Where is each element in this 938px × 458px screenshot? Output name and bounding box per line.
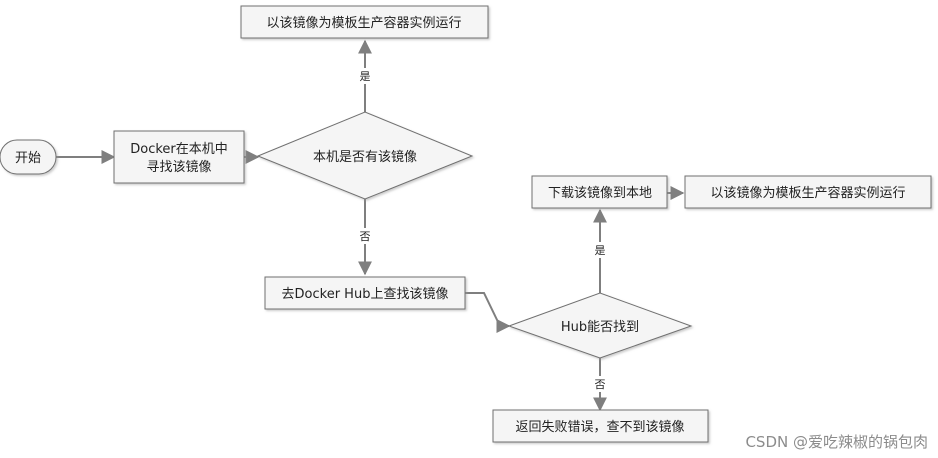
run-right-node — [684, 175, 932, 209]
hub-decision-label: Hub能否找到 — [561, 320, 639, 335]
search-local-label-line-1: Docker在本机中 — [130, 142, 228, 157]
local-decision-label: 本机是否有该镜像 — [313, 150, 417, 165]
edge-label-hub-no: 否 — [595, 378, 606, 391]
local-decision-node — [256, 111, 474, 200]
connectors — [56, 39, 685, 412]
start-label: 开始 — [15, 151, 41, 166]
hub-decision-node — [507, 292, 693, 359]
start-node — [0, 139, 57, 175]
search-hub-node — [264, 276, 466, 310]
edge-labels: 是 否 是 否 — [356, 68, 609, 392]
edge-label-local-yes: 是 — [360, 70, 371, 83]
edge-label-local-no: 否 — [360, 230, 371, 243]
run-top-label: 以该镜像为模板生产容器实例运行 — [266, 15, 461, 31]
search-local-label-line-2: 寻找该镜像 — [146, 160, 211, 175]
download-label: 下载该镜像到本地 — [548, 186, 652, 201]
download-node — [531, 175, 668, 209]
search-local-node — [113, 130, 245, 184]
search-hub-label: 去Docker Hub上查找该镜像 — [282, 287, 449, 302]
edge-hub-search-to-hub-decision — [465, 292, 511, 333]
run-top-node — [240, 5, 489, 39]
run-right-label: 以该镜像为模板生产容器实例运行 — [710, 185, 905, 201]
edge-label-hub-yes: 是 — [595, 244, 606, 257]
watermark: CSDN @爱吃辣椒的锅包肉 — [745, 433, 928, 451]
error-label: 返回失败错误，查不到该镜像 — [515, 420, 684, 435]
error-node — [492, 409, 709, 443]
